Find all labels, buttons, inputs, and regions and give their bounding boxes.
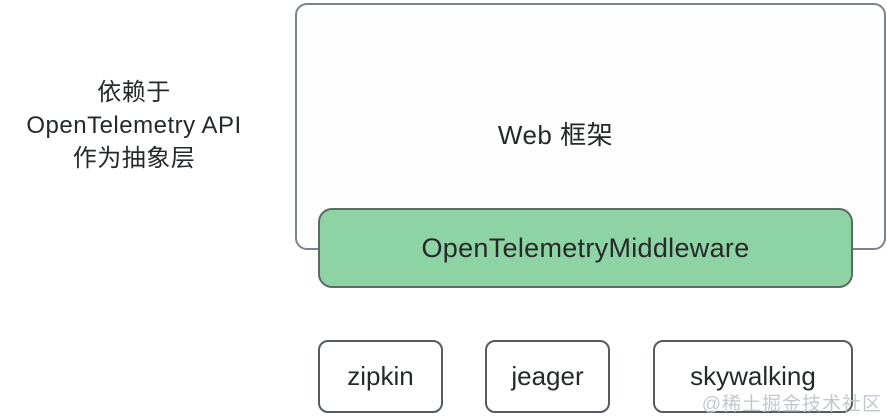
web-framework-label: Web 框架: [497, 120, 614, 150]
tracer-box-skywalking: skywalking: [653, 340, 853, 413]
tracer-label-zipkin: zipkin: [347, 361, 414, 391]
tracer-box-jeager: jeager: [485, 340, 610, 413]
annotation-line-2: OpenTelemetry API: [26, 112, 242, 139]
opentelemetry-middleware-box: OpenTelemetryMiddleware: [318, 208, 853, 288]
opentelemetry-middleware-label: OpenTelemetryMiddleware: [421, 232, 750, 263]
abstraction-layer-note: 依赖于 OpenTelemetry API 作为抽象层: [8, 76, 260, 175]
annotation-line-3: 作为抽象层: [72, 145, 196, 172]
watermark: @稀土掘金技术社区: [701, 394, 882, 415]
annotation-line-1: 依赖于: [97, 79, 171, 106]
tracer-label-skywalking: skywalking: [690, 361, 816, 391]
tracer-label-jeager: jeager: [511, 361, 584, 391]
tracer-box-zipkin: zipkin: [318, 340, 443, 413]
